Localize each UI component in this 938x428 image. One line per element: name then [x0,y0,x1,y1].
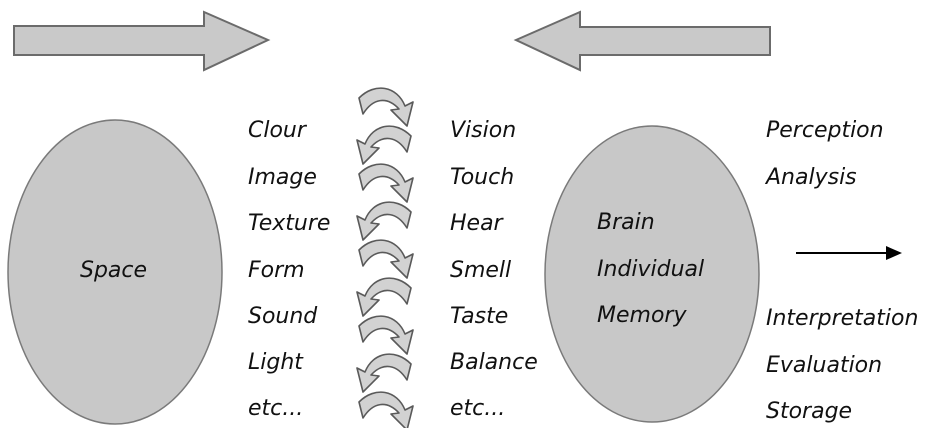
twisted-helix-icon [357,88,413,428]
brain-line: Memory [597,305,686,327]
arrow-right-block [14,12,268,70]
stimulus-item: Form [248,260,305,282]
stimulus-item: Image [248,167,317,189]
space-label: Space [80,260,147,282]
sense-item: Taste [450,306,508,328]
arrow-left-block [516,12,770,70]
sense-item: Balance [450,352,538,374]
sense-item: Hear [450,213,503,235]
brain-line: Individual [597,259,704,281]
process-item: Analysis [766,167,857,189]
helix-arrow-segment [359,392,413,428]
helix-arrow-segment [357,202,411,240]
helix-arrow-segment [357,354,411,392]
stimulus-item: etc... [248,398,303,420]
brain-line: Brain [597,212,655,234]
stimulus-item: Light [248,352,303,374]
helix-arrow-segment [359,240,413,278]
sense-item: Vision [450,120,516,142]
helix-arrow-segment [357,126,411,164]
process-item: Interpretation [766,308,918,330]
process-item: Perception [766,120,884,142]
stimulus-item: Sound [248,306,317,328]
helix-arrow-segment [359,164,413,202]
sense-item: etc... [450,398,505,420]
process-item: Evaluation [766,355,882,377]
helix-arrow-segment [357,278,411,316]
stimulus-item: Clour [248,120,306,142]
sense-item: Touch [450,167,514,189]
helix-arrow-segment [359,88,413,126]
stimulus-item: Texture [248,213,330,235]
process-item: Storage [766,401,852,423]
helix-arrow-segment [359,316,413,354]
sense-item: Smell [450,260,511,282]
arrowhead-right-icon [886,246,902,260]
